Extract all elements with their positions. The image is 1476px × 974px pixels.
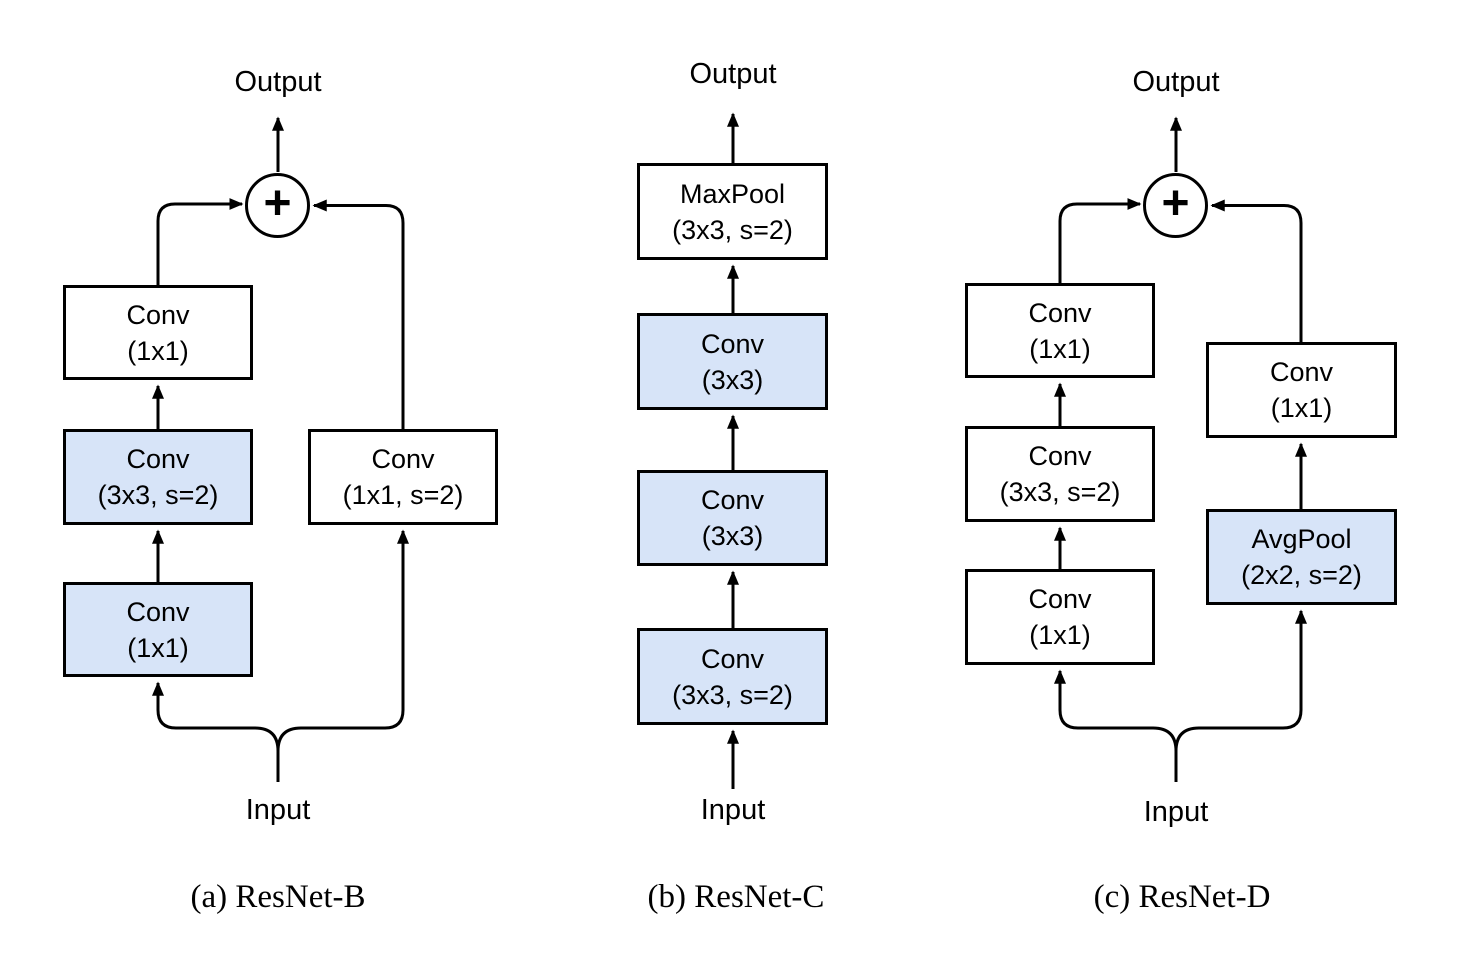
a-caption: (a) ResNet-B bbox=[190, 879, 366, 915]
box-params: (3x3) bbox=[701, 364, 764, 395]
c-input-label: Input bbox=[1143, 796, 1209, 828]
box-params: (1x1) bbox=[127, 632, 189, 663]
c-output-label: Output bbox=[1132, 66, 1220, 98]
box-params: (1x1) bbox=[127, 335, 189, 366]
box-params: (3x3, s=2) bbox=[672, 679, 793, 710]
box-name: AvgPool bbox=[1251, 524, 1352, 554]
a-input-split-right bbox=[276, 529, 409, 782]
a-box-conv-1x1-top: Conv (1x1) bbox=[63, 285, 253, 380]
a-box-conv-3x3-s2: Conv (3x3, s=2) bbox=[63, 429, 253, 525]
a-input-label: Input bbox=[245, 794, 311, 826]
c-input-split-right bbox=[1174, 609, 1307, 782]
b-box-conv-3x3-s2: Conv (3x3, s=2) bbox=[637, 628, 828, 725]
box-params: (3x3, s=2) bbox=[97, 480, 219, 510]
a-input-split-left bbox=[152, 681, 280, 782]
a-add-node: + bbox=[245, 173, 310, 238]
box-params: (1x1) bbox=[1029, 333, 1091, 364]
b-caption: (b) ResNet-C bbox=[647, 879, 825, 915]
box-name: Conv bbox=[126, 299, 190, 330]
c-caption: (c) ResNet-D bbox=[1093, 879, 1271, 915]
c-box-conv-1x1-top: Conv (1x1) bbox=[965, 283, 1155, 378]
box-params: (1x1) bbox=[1029, 620, 1091, 650]
c-arrow-conv1-to-plus bbox=[1058, 198, 1142, 283]
a-arrow-shortcut-to-plus bbox=[312, 199, 405, 429]
c-add-node: + bbox=[1143, 173, 1208, 238]
c-box-conv-3x3-s2: Conv (3x3, s=2) bbox=[965, 426, 1155, 522]
plus-icon: + bbox=[1161, 176, 1190, 230]
box-params: (1x1, s=2) bbox=[342, 480, 464, 510]
a-output-label: Output bbox=[234, 66, 322, 98]
a-box-conv-1x1-s2-shortcut: Conv (1x1, s=2) bbox=[308, 429, 498, 525]
c-box-conv-1x1-bottom: Conv (1x1) bbox=[965, 569, 1155, 665]
box-name: Conv bbox=[1269, 357, 1334, 387]
box-params: (2x2, s=2) bbox=[1241, 560, 1362, 590]
b-input-label: Input bbox=[700, 794, 766, 826]
plus-icon: + bbox=[263, 176, 292, 230]
box-name: Conv bbox=[700, 643, 765, 674]
b-box-conv-3x3-top: Conv (3x3) bbox=[637, 313, 828, 410]
box-name: Conv bbox=[126, 596, 190, 627]
box-params: (1x1) bbox=[1270, 393, 1333, 423]
box-params: (3x3, s=2) bbox=[672, 214, 793, 245]
a-box-conv-1x1-bottom: Conv (1x1) bbox=[63, 582, 253, 677]
c-arrow-shortcutconv-to-plus bbox=[1210, 199, 1303, 342]
box-name: Conv bbox=[700, 328, 765, 359]
box-params: (3x3) bbox=[701, 521, 764, 551]
box-name: Conv bbox=[126, 444, 190, 474]
box-name: Conv bbox=[1028, 441, 1092, 471]
box-name: MaxPool bbox=[679, 178, 786, 209]
c-input-split-left bbox=[1054, 669, 1178, 782]
box-name: Conv bbox=[1028, 297, 1092, 328]
box-params: (3x3, s=2) bbox=[999, 477, 1121, 507]
c-box-conv-1x1-shortcut: Conv (1x1) bbox=[1206, 342, 1397, 438]
box-name: Conv bbox=[700, 485, 765, 515]
box-name: Conv bbox=[1028, 584, 1092, 614]
box-name: Conv bbox=[371, 444, 435, 474]
b-box-maxpool-3x3-s2: MaxPool (3x3, s=2) bbox=[637, 163, 828, 260]
c-box-avgpool-2x2-s2: AvgPool (2x2, s=2) bbox=[1206, 509, 1397, 605]
a-arrow-conv1-to-plus bbox=[156, 198, 244, 285]
b-box-conv-3x3-mid: Conv (3x3) bbox=[637, 470, 828, 566]
b-output-label: Output bbox=[689, 58, 777, 90]
